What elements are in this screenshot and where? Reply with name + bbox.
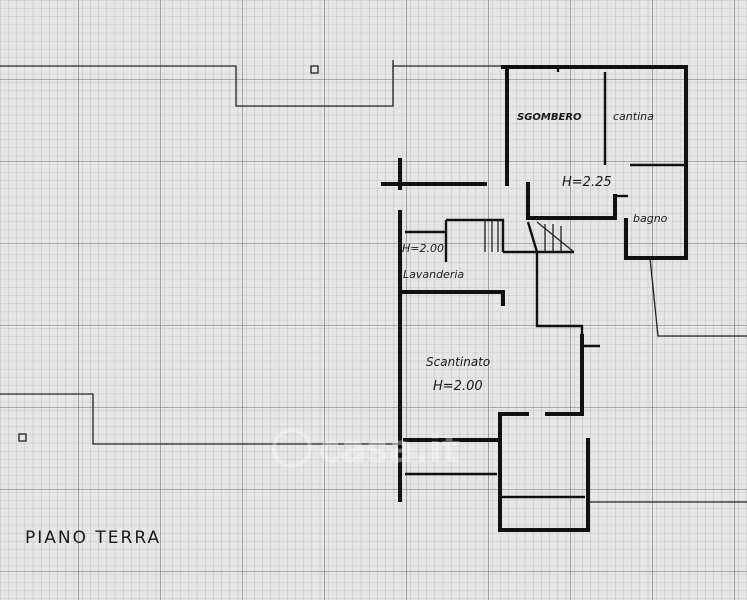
label-lavanderia: Lavanderia — [403, 268, 464, 281]
room-labels: SGOMBERO cantina H=2.25 bagno H=2.00 Lav… — [25, 110, 668, 548]
site-outline — [0, 60, 747, 503]
label-cantina: cantina — [613, 110, 654, 123]
plan-title: PIANO TERRA — [25, 528, 161, 548]
building-walls — [381, 65, 688, 532]
marker-square-left — [18, 433, 27, 442]
label-height-scantinato: H=2.00 — [433, 379, 483, 394]
watermark: casa.it — [272, 427, 460, 471]
label-sgombero: SGOMBERO — [517, 112, 582, 123]
label-height-lavanderia: H=2.00 — [402, 242, 444, 255]
label-bagno: bagno — [633, 212, 668, 225]
marker-square-top — [310, 65, 319, 74]
watermark-text: casa.it — [318, 427, 460, 471]
label-scantinato: Scantinato — [426, 355, 490, 369]
watermark-logo-icon — [272, 428, 312, 468]
label-height-upper: H=2.25 — [562, 175, 612, 190]
